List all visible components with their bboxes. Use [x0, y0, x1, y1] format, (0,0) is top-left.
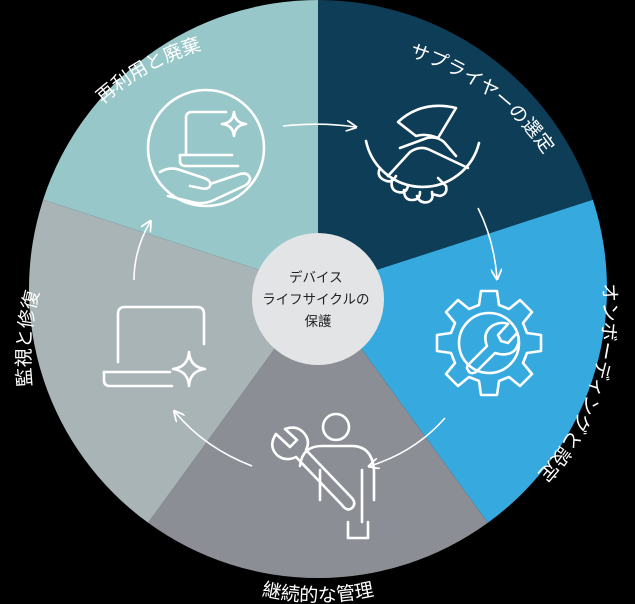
hand-laptop-icon [146, 88, 266, 208]
segment-management [148, 289, 488, 579]
segment-supplier [318, 0, 593, 289]
flow-arrow-supplier-to-onboarding [477, 207, 497, 278]
center-label: デバイス ライフサイクルの 保護 [262, 269, 374, 330]
center-circle [252, 233, 384, 365]
flow-arrow-onboarding-to-management [370, 417, 446, 466]
segment-reuse [43, 0, 318, 289]
flow-arrow-reuse-to-supplier [282, 124, 355, 127]
handshake-icon [364, 104, 481, 204]
flow-arrow-monitoring-to-reuse [133, 222, 150, 281]
segment-onboarding [318, 199, 608, 523]
center-label-line-3: 保護 [305, 314, 332, 330]
gear-wrench-icon [435, 289, 543, 397]
laptop-sparkle-icon [102, 305, 207, 388]
label-management: 継続的な管理 [260, 579, 375, 604]
flow-arrow-management-to-monitoring [175, 412, 253, 467]
person-wrench-icon [270, 412, 376, 540]
center-label-line-1: デバイス [289, 269, 343, 286]
segment-monitoring [28, 199, 318, 523]
center-label-line-2: ライフサイクルの [262, 292, 369, 308]
